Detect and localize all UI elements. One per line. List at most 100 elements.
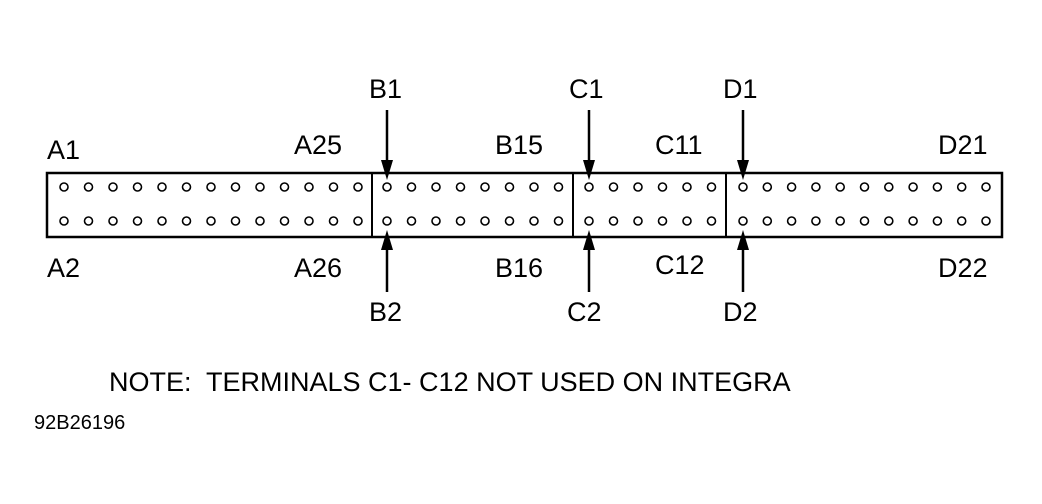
pin-d-bottom-6 — [859, 216, 870, 226]
pin-a-top-10 — [279, 182, 290, 192]
pin-d-top-6 — [859, 182, 870, 192]
pin-a-bottom-4 — [132, 216, 143, 226]
pin-a-top-4 — [132, 182, 143, 192]
pin-d-bottom-5 — [835, 216, 846, 226]
pin-c-bottom-3 — [633, 216, 643, 226]
pin-a-top-13 — [353, 182, 363, 192]
pin-b-top-3 — [431, 182, 441, 192]
pin-b-bottom-7 — [529, 216, 539, 226]
pin-b-top-7 — [529, 182, 539, 192]
pin-d-bottom-1 — [738, 216, 748, 226]
arrow-d1 — [737, 110, 749, 180]
pin-c-bottom-6 — [706, 216, 717, 226]
pin-a-bottom-11 — [304, 216, 314, 226]
pin-c-top-1 — [584, 182, 594, 192]
label-c12: C12 — [655, 250, 705, 280]
label-a2: A2 — [47, 253, 80, 283]
pin-d-bottom-2 — [762, 216, 773, 226]
pin-a-bottom-2 — [83, 216, 94, 226]
pin-b-bottom-4 — [455, 216, 466, 226]
pin-a-top-12 — [328, 182, 339, 192]
pin-b-bottom-8 — [553, 216, 564, 226]
pin-a-top-3 — [108, 182, 118, 192]
pin-b-top-6 — [504, 182, 515, 192]
pin-d-bottom-11 — [981, 216, 991, 226]
pin-d-top-3 — [786, 182, 797, 192]
pin-a-top-1 — [59, 182, 69, 192]
label-a25: A25 — [294, 130, 342, 160]
label-d1: D1 — [723, 74, 758, 104]
pin-d-bottom-9 — [932, 216, 943, 226]
arrow-d2 — [737, 230, 749, 292]
pin-a-top-6 — [181, 182, 192, 192]
pin-c-top-4 — [657, 182, 668, 192]
pin-c-top-6 — [706, 182, 717, 192]
pin-b-bottom-2 — [406, 216, 417, 226]
label-c2: C2 — [567, 297, 602, 327]
pin-d-top-10 — [956, 182, 967, 192]
pin-a-bottom-1 — [59, 216, 69, 226]
pin-a-top-7 — [206, 182, 216, 192]
arrow-b2 — [381, 230, 393, 292]
pin-d-top-9 — [932, 182, 943, 192]
label-b2: B2 — [369, 297, 402, 327]
pin-a-bottom-7 — [206, 216, 216, 226]
label-d22: D22 — [938, 253, 988, 283]
pin-d-bottom-10 — [956, 216, 967, 226]
pin-grid — [59, 182, 991, 226]
pin-a-bottom-5 — [157, 216, 167, 226]
pin-b-bottom-6 — [504, 216, 515, 226]
label-b15: B15 — [495, 130, 543, 160]
pin-a-bottom-3 — [108, 216, 118, 226]
pin-d-bottom-4 — [811, 216, 821, 226]
pin-a-top-9 — [255, 182, 265, 192]
pin-c-top-3 — [633, 182, 643, 192]
arrow-c2 — [583, 230, 595, 292]
pin-d-top-5 — [835, 182, 846, 192]
note-text: NOTE: TERMINALS C1- C12 NOT USED ON INTE… — [109, 367, 791, 397]
pin-b-top-5 — [480, 182, 490, 192]
pin-b-bottom-5 — [480, 216, 490, 226]
pin-c-top-2 — [608, 182, 619, 192]
pin-d-top-11 — [981, 182, 991, 192]
arrow-b1 — [381, 110, 393, 180]
pin-c-bottom-5 — [682, 216, 692, 226]
label-c1: C1 — [569, 74, 604, 104]
pin-a-bottom-13 — [353, 216, 363, 226]
pin-c-bottom-1 — [584, 216, 594, 226]
pin-a-bottom-8 — [230, 216, 241, 226]
pin-c-top-5 — [682, 182, 692, 192]
pin-d-top-2 — [762, 182, 773, 192]
pin-a-bottom-12 — [328, 216, 339, 226]
pin-d-top-4 — [811, 182, 821, 192]
pin-d-bottom-8 — [908, 216, 918, 226]
pin-b-top-1 — [382, 182, 392, 192]
pin-d-top-8 — [908, 182, 918, 192]
pin-a-top-2 — [83, 182, 94, 192]
connector-outline — [45, 171, 1004, 239]
pin-b-top-4 — [455, 182, 466, 192]
pin-d-top-7 — [883, 182, 894, 192]
arrow-c1 — [583, 110, 595, 180]
pin-a-top-8 — [230, 182, 241, 192]
pin-b-top-8 — [553, 182, 564, 192]
pin-c-bottom-4 — [657, 216, 668, 226]
pin-a-top-11 — [304, 182, 314, 192]
label-a26: A26 — [294, 253, 342, 283]
label-c11: C11 — [655, 130, 703, 160]
label-d21: D21 — [938, 130, 988, 160]
pin-c-bottom-2 — [608, 216, 619, 226]
label-b16: B16 — [495, 253, 543, 283]
label-b1: B1 — [369, 74, 402, 104]
pin-a-bottom-6 — [181, 216, 192, 226]
pin-b-bottom-1 — [382, 216, 392, 226]
figure-code: 92B26196 — [34, 412, 125, 434]
label-a1: A1 — [47, 135, 80, 165]
pin-d-bottom-7 — [883, 216, 894, 226]
pin-b-bottom-3 — [431, 216, 441, 226]
pin-d-top-1 — [738, 182, 748, 192]
pin-a-bottom-9 — [255, 216, 265, 226]
label-d2: D2 — [723, 297, 758, 327]
pin-d-bottom-3 — [786, 216, 797, 226]
